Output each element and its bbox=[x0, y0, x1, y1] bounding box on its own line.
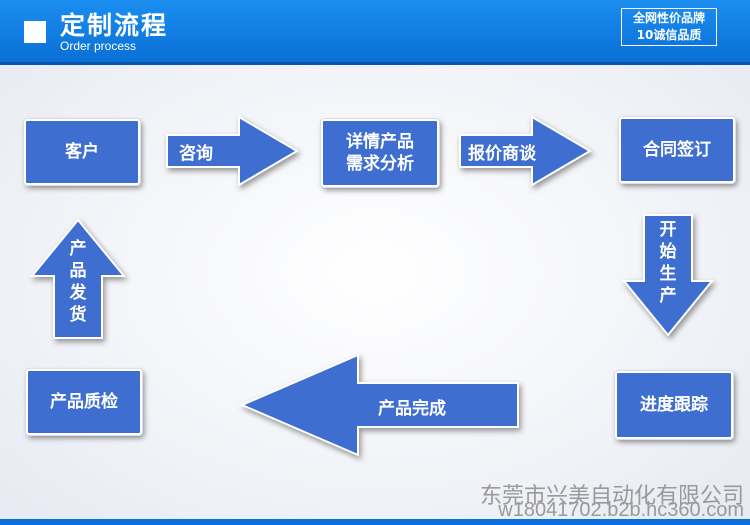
node-quality-check: 产品质检 bbox=[26, 369, 142, 435]
process-diagram: 客户 咨询 详情产品 需求分析 报价商谈 合同签订 开始生产 进度跟踪 bbox=[0, 65, 750, 525]
arrow-start-production: 开始生产 bbox=[621, 214, 715, 339]
header-bar: 定制流程 Order process 全网性价品牌 10诚信品质 bbox=[0, 0, 750, 65]
node-analysis-line-2: 需求分析 bbox=[346, 154, 414, 174]
brand-badge: 全网性价品牌 10诚信品质 bbox=[621, 8, 717, 46]
node-contract-label: 合同签订 bbox=[643, 140, 711, 160]
arrow-quote: 报价商谈 bbox=[459, 115, 592, 187]
node-analysis-line-1: 详情产品 bbox=[346, 132, 414, 152]
arrow-ship-shape bbox=[29, 218, 127, 339]
arrow-quote-label: 报价商谈 bbox=[468, 144, 536, 164]
arrow-consult-label: 咨询 bbox=[179, 144, 213, 164]
node-qc-label: 产品质检 bbox=[50, 392, 118, 412]
arrow-consult: 咨询 bbox=[166, 115, 299, 187]
watermark-company: 东莞市兴美自动化有限公司 bbox=[479, 483, 744, 508]
arrow-product-done-label: 产品完成 bbox=[378, 399, 446, 419]
arrow-consult-shape bbox=[166, 115, 299, 187]
node-contract: 合同签订 bbox=[619, 117, 735, 183]
badge-line-1: 全网性价品牌 bbox=[632, 11, 705, 25]
node-progress-label: 进度跟踪 bbox=[640, 395, 708, 415]
node-customer-label: 客户 bbox=[65, 142, 99, 162]
header-square-icon bbox=[24, 21, 46, 43]
page-title: 定制流程 bbox=[60, 11, 169, 40]
page-subtitle: Order process bbox=[60, 39, 137, 53]
arrow-start-production-shape bbox=[621, 214, 715, 337]
arrow-product-done: 产品完成 bbox=[238, 353, 522, 457]
arrow-ship: 产品发货 bbox=[29, 218, 128, 342]
badge-line-2: 10诚信品质 bbox=[636, 28, 702, 42]
arrow-ship-label: 产品发货 bbox=[69, 239, 87, 325]
node-progress-tracking: 进度跟踪 bbox=[615, 371, 733, 439]
bottom-bar bbox=[0, 519, 750, 525]
arrow-start-production-label: 开始生产 bbox=[659, 220, 677, 306]
arrow-quote-shape bbox=[459, 115, 592, 187]
node-customer: 客户 bbox=[24, 119, 140, 185]
watermark-url: w18041702.b2b.hc360.com bbox=[498, 499, 744, 521]
node-requirement-analysis: 详情产品 需求分析 bbox=[321, 119, 439, 187]
arrow-product-done-shape bbox=[239, 353, 519, 457]
